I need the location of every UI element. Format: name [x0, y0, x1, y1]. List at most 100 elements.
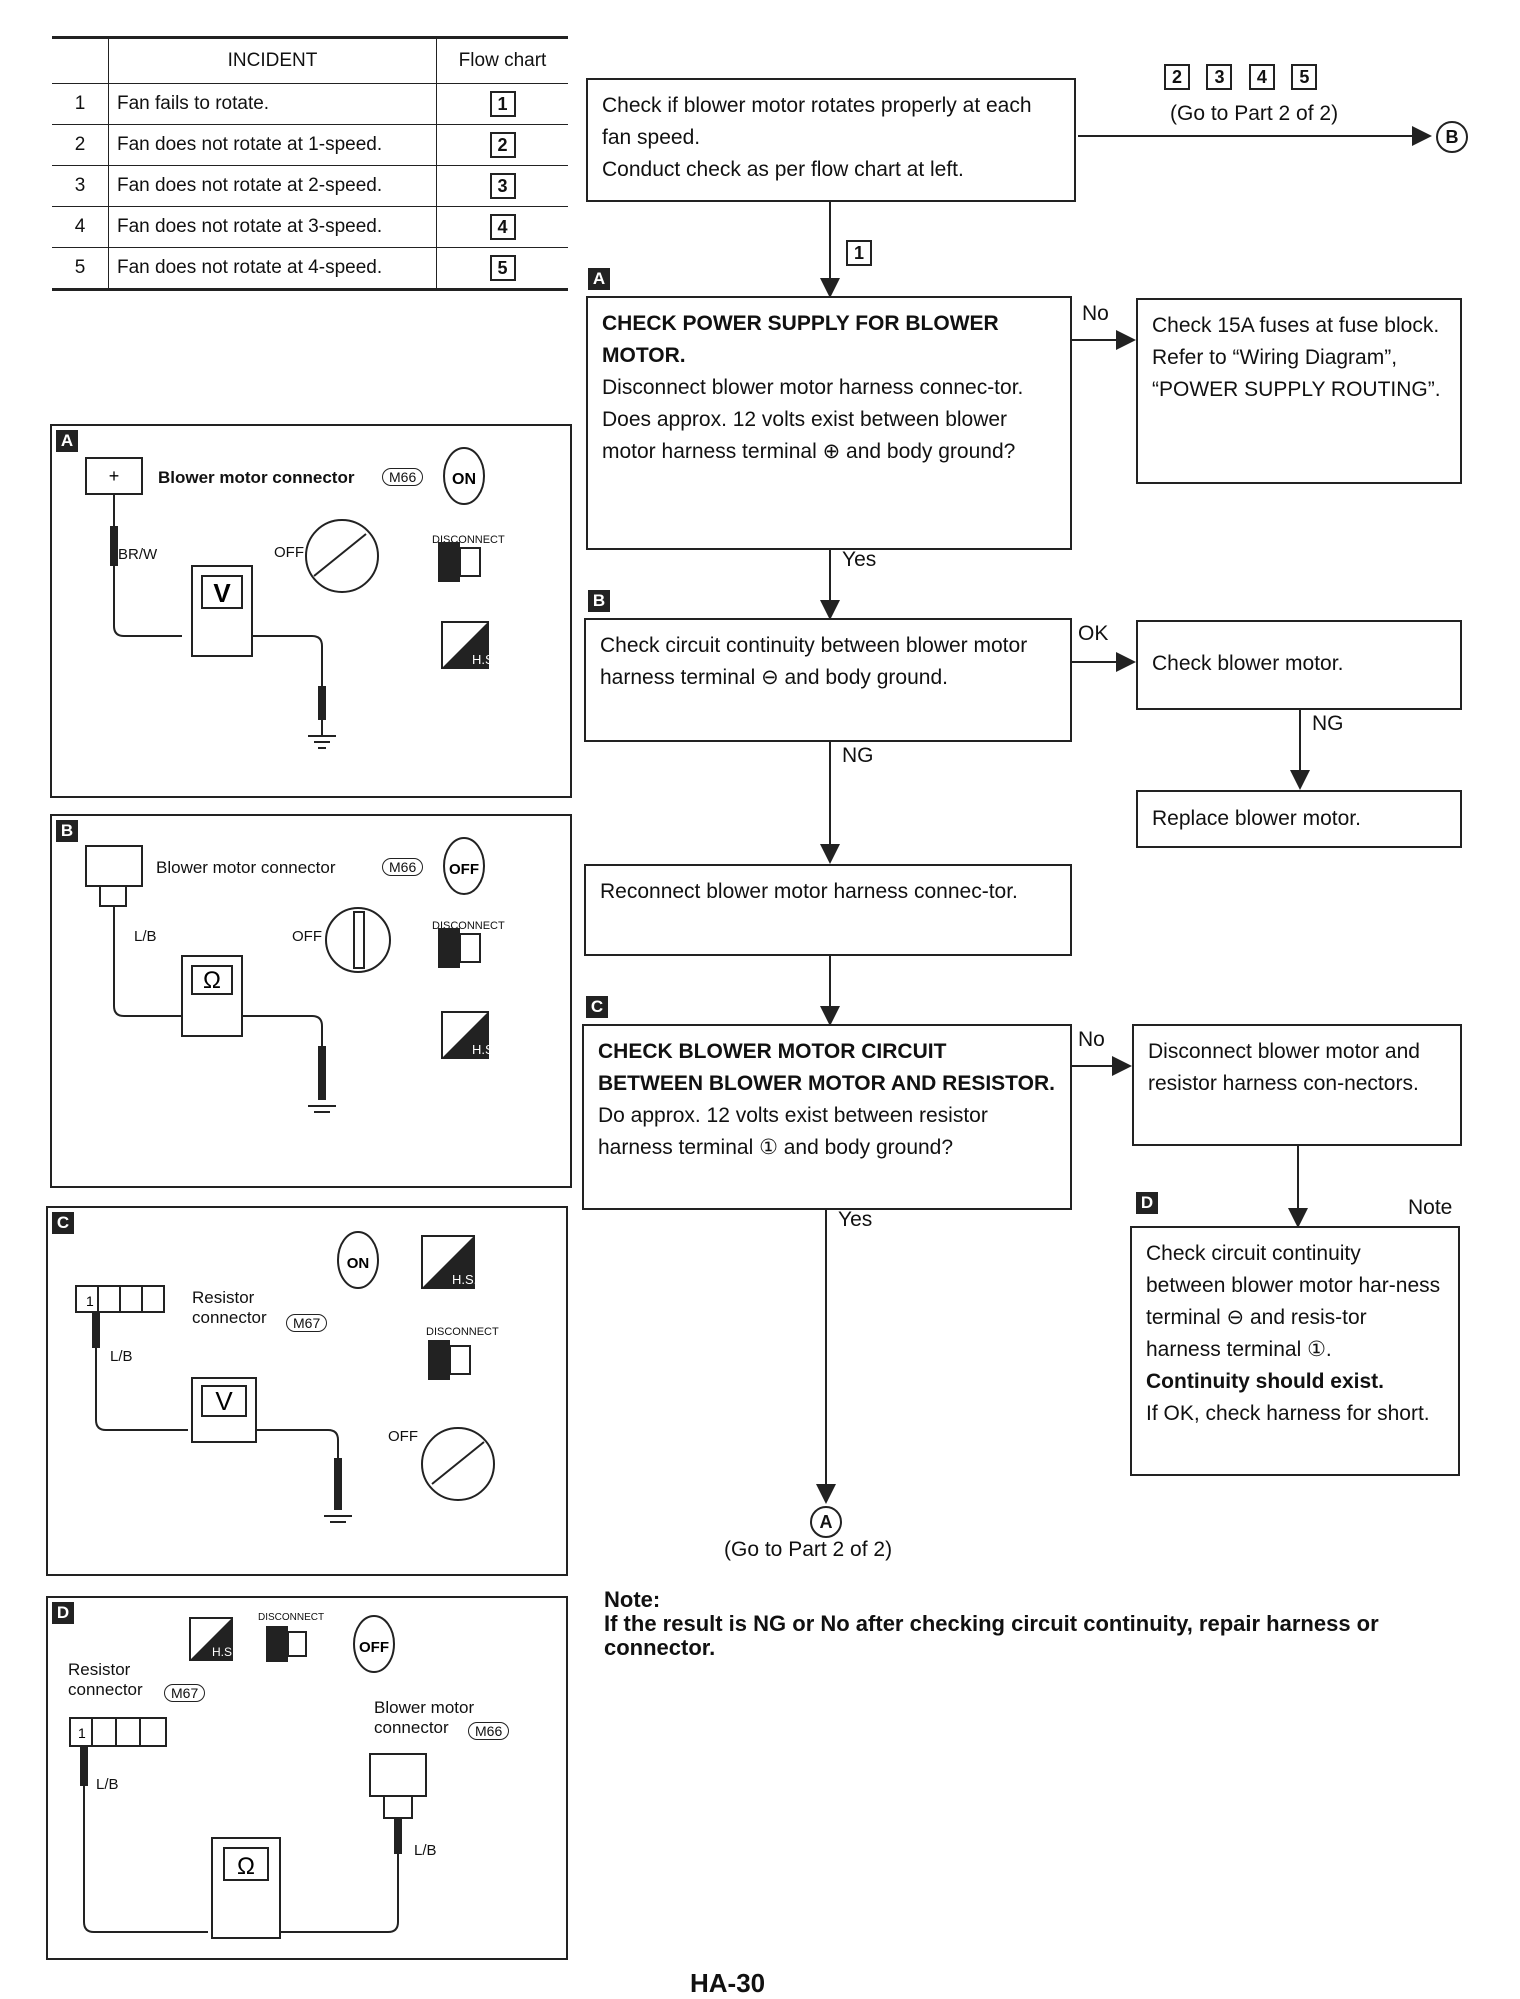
- row-incident: Fan does not rotate at 3-speed.: [108, 206, 437, 248]
- panel-hs-label: H.S.: [212, 1645, 235, 1659]
- table-row: 3 Fan does not rotate at 2-speed. 3: [52, 165, 568, 207]
- row-num: 3: [52, 165, 109, 207]
- goto-code: 3: [1206, 64, 1233, 90]
- row-chart: 5: [489, 255, 516, 281]
- tag-b: B: [588, 590, 610, 612]
- ng-label-1: NG: [1312, 712, 1344, 735]
- col-header-incident: INCIDENT: [108, 37, 437, 84]
- ng-label-2: NG: [842, 744, 874, 767]
- panel-meter-label: Ω: [203, 967, 221, 994]
- panel-hs-label: H.S.: [472, 1042, 497, 1057]
- goto-bottom-label: (Go to Part 2 of 2): [724, 1538, 893, 1561]
- panel-c: C Resistor connector M67 L/B OFF DISCONN…: [46, 1206, 568, 1576]
- row-incident: Fan does not rotate at 1-speed.: [108, 124, 437, 166]
- row-chart-cell: 1: [436, 83, 568, 125]
- panel-connector1-label: Resistor connector: [68, 1660, 143, 1699]
- panel-wire1-label: L/B: [96, 1776, 119, 1793]
- tag-c: C: [586, 996, 608, 1018]
- row-num: 5: [52, 247, 109, 290]
- panel-off-label: OFF: [274, 544, 304, 561]
- panel-a: A Blower motor connector M66 BR/W OFF DI…: [50, 424, 572, 798]
- row-num: 2: [52, 124, 109, 166]
- panel-disconnect-label: DISCONNECT: [258, 1612, 325, 1623]
- col-header-num: [52, 37, 109, 84]
- row-chart: 2: [489, 132, 516, 158]
- table-row: 2 Fan does not rotate at 1-speed. 2: [52, 124, 568, 166]
- panel-tag: D: [52, 1602, 74, 1624]
- panel-meter-label: Ω: [237, 1853, 255, 1880]
- panel-off-label: OFF: [292, 928, 322, 945]
- ok-label: OK: [1078, 622, 1109, 645]
- panel-connector-label: Resistor connector: [192, 1288, 267, 1327]
- page-footer: HA-30: [690, 1968, 766, 1998]
- table-row: 1 Fan fails to rotate. 1: [52, 83, 568, 125]
- fuse-box: Check 15A fuses at fuse block. Refer to …: [1136, 298, 1462, 484]
- goto-code: 4: [1248, 64, 1275, 90]
- panel-a-drawing: V + ON H.S.: [85, 447, 497, 749]
- note-label: Note: [1408, 1196, 1453, 1219]
- tag-d: D: [1136, 1192, 1158, 1214]
- panel-wire-label: BR/W: [118, 546, 158, 563]
- step-c-box: CHECK BLOWER MOTOR CIRCUIT BETWEEN BLOWE…: [582, 1024, 1072, 1210]
- panel-off-label: OFF: [388, 1428, 418, 1445]
- row-chart-cell: 5: [436, 247, 568, 290]
- panel-meter-label: V: [213, 578, 231, 608]
- panel-connector2-code: M66: [468, 1722, 510, 1740]
- panel-hs-label: H.S.: [472, 652, 497, 667]
- step-d-box: Check circuit continuity between blower …: [1130, 1226, 1460, 1476]
- panel-connector-code: M66: [382, 858, 424, 876]
- row-chart: 4: [489, 214, 516, 240]
- row-chart-cell: 2: [436, 124, 568, 166]
- col-header-flowchart: Flow chart: [436, 37, 568, 84]
- start-box: Check if blower motor rotates properly a…: [586, 78, 1076, 202]
- row-chart: 3: [489, 173, 516, 199]
- step-c-title: CHECK BLOWER MOTOR CIRCUIT BETWEEN BLOWE…: [598, 1040, 1055, 1095]
- panel-connector-label: Blower motor connector: [158, 468, 355, 487]
- reconnect-box: Reconnect blower motor harness connec-to…: [584, 864, 1072, 956]
- note-title: Note:: [604, 1587, 661, 1612]
- yes-label-1: Yes: [842, 548, 877, 571]
- row-incident: Fan does not rotate at 4-speed.: [108, 247, 437, 290]
- panel-tag: A: [56, 430, 78, 452]
- no-label-2: No: [1078, 1028, 1105, 1051]
- disconnect-box: Disconnect blower motor and resistor har…: [1132, 1024, 1462, 1146]
- goto-top-label: (Go to Part 2 of 2): [1170, 102, 1339, 125]
- row-chart-cell: 3: [436, 165, 568, 207]
- step-d-tail: If OK, check harness for short.: [1146, 1402, 1430, 1425]
- step-c-body: Do approx. 12 volts exist between resist…: [598, 1104, 988, 1159]
- panel-connector2-label: Blower motor connector: [374, 1698, 475, 1737]
- panel-connector-label: Blower motor connector: [156, 858, 336, 877]
- panel-wire-label: L/B: [134, 928, 157, 945]
- step-b-box: Check circuit continuity between blower …: [584, 618, 1072, 742]
- panel-hs-label: H.S.: [452, 1272, 477, 1287]
- note: Note: If the result is NG or No after ch…: [604, 1588, 1484, 1660]
- panel-wire-label: L/B: [110, 1348, 133, 1365]
- table-row: 4 Fan does not rotate at 3-speed. 4: [52, 206, 568, 248]
- panel-d-drawing: 1 Ω OFF H.S.: [69, 1615, 427, 1939]
- panel-ign-label: OFF: [449, 861, 479, 878]
- step-d-bold: Continuity should exist.: [1146, 1370, 1385, 1393]
- panel-ign-label: OFF: [359, 1639, 389, 1656]
- goto-code: 2: [1164, 64, 1190, 90]
- panel-connector-code: M67: [286, 1314, 328, 1332]
- panel-wire2-label: L/B: [414, 1842, 437, 1859]
- step-d-body: Check circuit continuity between blower …: [1146, 1242, 1441, 1361]
- row-chart: 1: [489, 91, 516, 117]
- goto-code: 5: [1291, 64, 1318, 90]
- tag-a: A: [588, 268, 610, 290]
- incident-table: INCIDENT Flow chart 1 Fan fails to rotat…: [52, 36, 568, 291]
- row-num: 4: [52, 206, 109, 248]
- no-label-1: No: [1082, 302, 1109, 325]
- connector-b: B: [1436, 121, 1468, 153]
- panel-ign-label: ON: [452, 471, 476, 488]
- panel-b-drawing: Ω OFF H.S.: [85, 837, 497, 1113]
- svg-text:+: +: [109, 466, 120, 486]
- panel-d: D Resistor connector M67 Blower motor co…: [46, 1596, 568, 1960]
- step-a-title: CHECK POWER SUPPLY FOR BLOWER MOTOR.: [602, 312, 999, 367]
- panel-tag: C: [52, 1212, 74, 1234]
- step-a-body: Disconnect blower motor harness connec-t…: [602, 376, 1024, 463]
- check-motor-box: Check blower motor.: [1136, 620, 1462, 710]
- step-a-box: CHECK POWER SUPPLY FOR BLOWER MOTOR. Dis…: [586, 296, 1072, 550]
- goto-codes: 2 3 4 5: [1158, 64, 1323, 90]
